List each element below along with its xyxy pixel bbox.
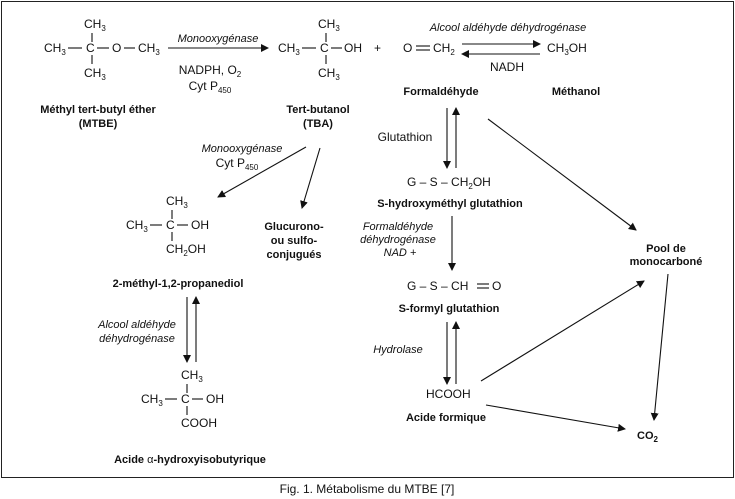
- label-fdh-1: Formaldéhyde: [363, 221, 433, 233]
- tba-name: Tert-butanol: [286, 104, 349, 116]
- hmg-name: S-hydroxyméthyl glutathion: [377, 198, 523, 210]
- plus-sign: +: [374, 41, 381, 55]
- propanediol-name: 2-méthyl-1,2-propanediol: [113, 278, 244, 290]
- label-alcohol-aldehyde-dh-top: Alcool aldéhyde déhydrogénase: [429, 22, 587, 34]
- formyl-glutathion-structure: G – S – CH O: [407, 279, 501, 293]
- tba-abbr: (TBA): [303, 118, 333, 130]
- conjugates-line-3: conjugués: [266, 249, 321, 261]
- formyl-glutathion-name: S-formyl glutathion: [399, 303, 500, 315]
- arrow-pool-to-co2: [650, 273, 669, 421]
- hib-oh: OH: [206, 392, 224, 406]
- label-cyt-p450-1: Cyt P450: [189, 79, 232, 95]
- label-monooxygenase-2: Monooxygénase: [202, 143, 283, 155]
- formyl-glutathion-formula: G – S – CH: [407, 279, 468, 293]
- tba-c: C: [320, 41, 329, 55]
- hib-structure: CH3 CH3 C OH COOH: [141, 368, 224, 430]
- tba-ch3-left: CH3: [278, 41, 300, 57]
- label-nadph-o2: NADPH, O2: [179, 63, 242, 79]
- formaldehyde-name: Formaldéhyde: [403, 86, 478, 98]
- methanol-name: Méthanol: [552, 86, 600, 98]
- mtbe-o: O: [112, 41, 121, 55]
- hmg-formula: G – S – CH2OH: [407, 175, 491, 191]
- tba-oh: OH: [344, 41, 362, 55]
- conjugates-line-2: ou sulfo-: [271, 235, 318, 247]
- label-nad-plus: NAD +: [384, 247, 417, 259]
- pool-line-1: Pool de: [646, 243, 686, 255]
- formaldehyde-ch2: CH2: [433, 41, 455, 57]
- co2-formula: CO2: [637, 430, 659, 444]
- label-cyt-p450-2: Cyt P450: [216, 156, 259, 172]
- arrow-tba-to-conjugates: [300, 147, 321, 209]
- mtbe-ch3-left: CH3: [44, 41, 66, 57]
- hib-cooh: COOH: [181, 416, 217, 430]
- propanediol-structure: CH3 CH3 C OH CH2OH: [126, 194, 209, 258]
- arrow-formic-to-pool: [480, 280, 645, 382]
- label-hydrolase: Hydrolase: [373, 344, 423, 356]
- arrow-formic-to-co2: [485, 404, 626, 432]
- mtbe-ch3-top: CH3: [84, 17, 106, 33]
- figure-border: [1, 1, 734, 478]
- formaldehyde-structure: O CH2: [403, 41, 455, 57]
- arrow-tba-to-propanediol: [217, 146, 307, 198]
- tba-ch3-bottom: CH3: [318, 66, 340, 82]
- tba-ch3-top: CH3: [318, 17, 340, 33]
- hib-ch3-left: CH3: [141, 392, 163, 408]
- propanediol-ch3-left: CH3: [126, 218, 148, 234]
- arrow-formaldehyde-to-pool: [487, 118, 637, 231]
- formic-acid-name: Acide formique: [406, 412, 486, 424]
- figure-caption: Fig. 1. Métabolisme du MTBE [7]: [280, 482, 455, 496]
- hib-name: Acide α-hydroxyisobutyrique: [114, 454, 266, 466]
- mtbe-name: Méthyl tert-butyl éther: [40, 104, 156, 116]
- propanediol-oh: OH: [191, 218, 209, 232]
- hib-ch3-top: CH3: [181, 368, 203, 384]
- label-alcohol-aldehyde-dh-left-1: Alcool aldéhyde: [97, 319, 176, 331]
- label-alcohol-aldehyde-dh-left-2: déhydrogénase: [99, 333, 175, 345]
- mtbe-abbr: (MTBE): [79, 118, 118, 130]
- propanediol-c: C: [166, 218, 175, 232]
- label-fdh-2: déhydrogénase: [360, 234, 436, 246]
- label-monooxygenase-1: Monooxygénase: [178, 33, 259, 45]
- hib-c: C: [181, 392, 190, 406]
- formic-acid-formula: HCOOH: [426, 387, 471, 401]
- pool-line-2: monocarboné: [630, 256, 703, 268]
- conjugates-line-1: Glucurono-: [264, 221, 324, 233]
- formyl-glutathion-o: O: [492, 279, 501, 293]
- propanediol-ch3-top: CH3: [166, 194, 188, 210]
- label-glutathion: Glutathion: [378, 130, 433, 144]
- mtbe-structure: CH3 CH3 C O CH3 CH3 Méthyl tert-butyl ét…: [40, 17, 160, 130]
- tba-structure: CH3 CH3 C OH CH3 Tert-butanol (TBA): [278, 17, 362, 130]
- label-nadh: NADH: [490, 60, 524, 74]
- formaldehyde-o: O: [403, 41, 412, 55]
- mtbe-ch3-bottom: CH3: [84, 66, 106, 82]
- methanol-formula: CH3OH: [547, 41, 587, 57]
- mtbe-c: C: [86, 41, 95, 55]
- mtbe-ch3-right: CH3: [138, 41, 160, 57]
- propanediol-ch2oh: CH2OH: [166, 242, 206, 258]
